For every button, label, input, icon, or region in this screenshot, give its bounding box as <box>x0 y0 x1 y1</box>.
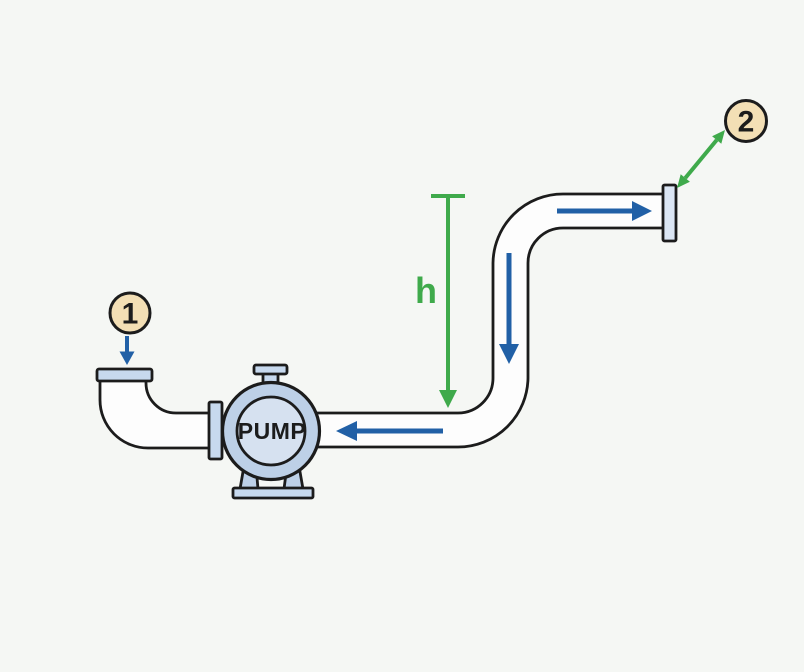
point-1-label: 1 <box>122 298 139 331</box>
suction-pipe-inner-wall <box>144 381 211 415</box>
outlet-flange <box>661 183 678 243</box>
pump-label: PUMP <box>238 418 306 444</box>
discharge-pipe-lower-wall <box>312 226 663 449</box>
flow-arrow-to-pump <box>336 421 443 441</box>
flow-arrow-riser-head <box>499 344 519 364</box>
height-label: h <box>415 270 437 311</box>
outlet-pointer-arrow <box>677 130 725 188</box>
flow-arrow-riser-down <box>499 253 519 364</box>
point-2-label: 2 <box>738 106 755 139</box>
point-1-badge: 1 <box>108 291 152 335</box>
flow-arrow-to-pump-head <box>336 421 357 441</box>
pump-face-plate <box>235 395 307 467</box>
suction-pipe-body <box>100 381 211 448</box>
pump-suction-flange <box>207 400 224 461</box>
suction-pipe-outer-wall <box>98 381 211 450</box>
height-dimension: h <box>415 194 465 408</box>
inlet-arrow-head <box>119 351 135 365</box>
height-dimension-arrow-head <box>439 390 457 408</box>
pump-top-cap <box>252 363 289 376</box>
pump-assembly: PUMP <box>207 363 322 500</box>
flow-arrow-to-outlet-head <box>632 201 652 221</box>
point-2-badge: 2 <box>724 99 768 143</box>
discharge-pipe <box>312 192 663 449</box>
inlet-flange <box>95 367 154 383</box>
discharge-pipe-upper-wall <box>312 192 663 415</box>
outlet-pointer-head-upper <box>712 130 725 144</box>
pump-base-plate <box>231 486 315 500</box>
discharge-pipe-body <box>312 194 663 447</box>
suction-elbow-pipe <box>98 381 211 450</box>
outlet-pointer-shaft <box>683 138 719 180</box>
flow-arrow-to-outlet <box>557 201 652 221</box>
inlet-point-arrow <box>119 336 135 365</box>
point-2-circle <box>724 99 768 143</box>
outlet-pointer-head-lower <box>677 174 690 188</box>
point-1-circle <box>108 291 152 335</box>
